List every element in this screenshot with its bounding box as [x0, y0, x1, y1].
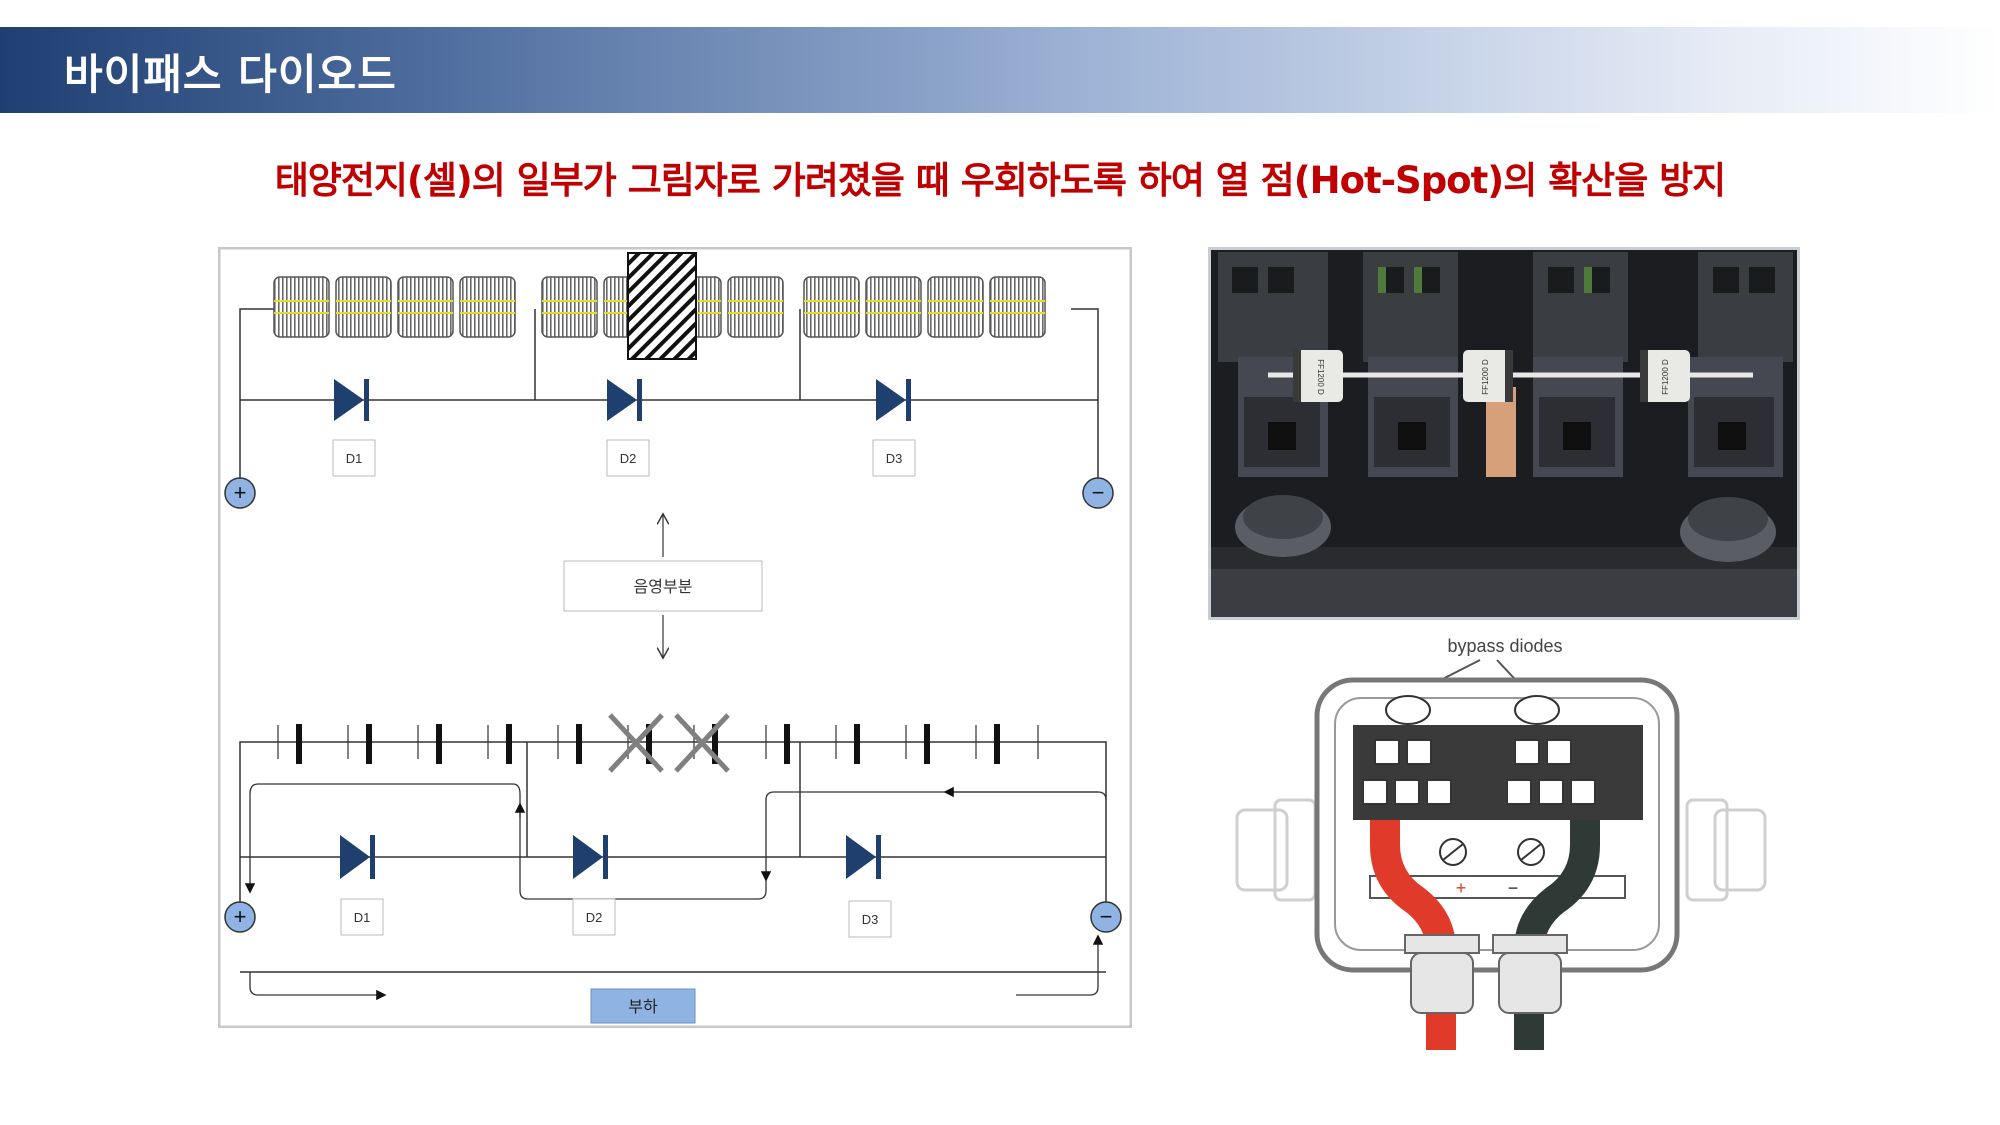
bypass-diodes-label: bypass diodes [1447, 636, 1562, 656]
top-diodes [334, 379, 911, 421]
bottom-plus-terminal: + [224, 901, 256, 933]
diode-label-d2: D2 [586, 910, 603, 925]
bypass-diodes-photo: FF1200 D FF1200 D FF1200 D [1268, 350, 1753, 402]
solar-cell [727, 276, 784, 338]
solar-cell [927, 276, 984, 338]
diode-symbol [846, 835, 881, 879]
shaded-label-box [563, 560, 763, 612]
shaded-label: 음영부분 [634, 578, 693, 596]
diode-label-d2: D2 [620, 451, 637, 466]
solar-cell [459, 276, 516, 338]
battery-cells [296, 724, 1000, 764]
solar-cell [803, 276, 860, 338]
cable-glands-bottom [1404, 934, 1568, 1014]
svg-text:FF1200 D: FF1200 D [1661, 359, 1670, 395]
diode-symbol [340, 835, 375, 879]
solar-cell [989, 276, 1046, 338]
solar-cell [865, 276, 922, 338]
svg-text:FF1200 D: FF1200 D [1316, 359, 1325, 395]
top-diode-labels: D1 D2 D3 [332, 439, 916, 477]
load-label: 부하 [628, 998, 658, 1016]
svg-text:+: + [234, 904, 247, 929]
diode-label-d3: D3 [862, 912, 879, 927]
minus-marking: − [1508, 878, 1519, 898]
bottom-panel-wiring [239, 725, 1107, 973]
solar-cell [335, 276, 392, 338]
solar-cell [397, 276, 454, 338]
shaded-cell-cross-marks [608, 713, 730, 773]
bottom-diodes [340, 835, 881, 879]
diode-symbol [573, 835, 608, 879]
top-plus-terminal: + [224, 477, 256, 509]
diode-symbol [876, 379, 911, 421]
diode-label-d1: D1 [346, 451, 363, 466]
diode-label-d3: D3 [886, 451, 903, 466]
solar-cell [541, 276, 598, 338]
current-flow-path [244, 783, 1107, 1001]
svg-text:FF1200 D: FF1200 D [1481, 359, 1490, 395]
diode-label-d1: D1 [354, 910, 371, 925]
junction-box-drawing: bypass diodes + − [1235, 636, 1767, 1050]
bypass-diode-circuit-diagram: D1 D2 D3 + − 음영부분 [218, 247, 1132, 1028]
bottom-diode-labels: D1 D2 D3 [340, 898, 892, 938]
diode-body: FF1200 D [1463, 350, 1513, 402]
terminal-blocks [1218, 252, 1793, 562]
diagram-frame [218, 247, 1132, 1028]
diode-body: FF1200 D [1640, 350, 1690, 402]
svg-text:+: + [234, 480, 247, 505]
diode-housings [1385, 695, 1560, 725]
shaded-cell-block [627, 252, 697, 360]
diode-symbol [334, 379, 369, 421]
top-minus-terminal: − [1082, 477, 1114, 509]
page-subtitle: 태양전지(셀)의 일부가 그림자로 가려졌을 때 우회하도록 하여 열 점(Ho… [274, 159, 1726, 202]
load-box [590, 988, 696, 1024]
top-panel-wiring [239, 308, 1099, 487]
diode-body: FF1200 D [1293, 350, 1343, 402]
diode-symbol [607, 379, 642, 421]
bottom-minus-terminal: − [1090, 901, 1122, 933]
wire-screws [1439, 838, 1545, 866]
svg-text:−: − [1092, 480, 1105, 505]
junction-box-photo: FF1200 D FF1200 D FF1200 D [1208, 247, 1800, 620]
solar-cell [273, 276, 330, 338]
cable-glands-side [1235, 798, 1767, 902]
plus-marking: + [1456, 878, 1467, 898]
svg-text:−: − [1100, 904, 1113, 929]
page-title: 바이패스 다이오드 [64, 50, 397, 99]
title-bar [0, 27, 2000, 113]
terminal-screws [1362, 739, 1596, 805]
